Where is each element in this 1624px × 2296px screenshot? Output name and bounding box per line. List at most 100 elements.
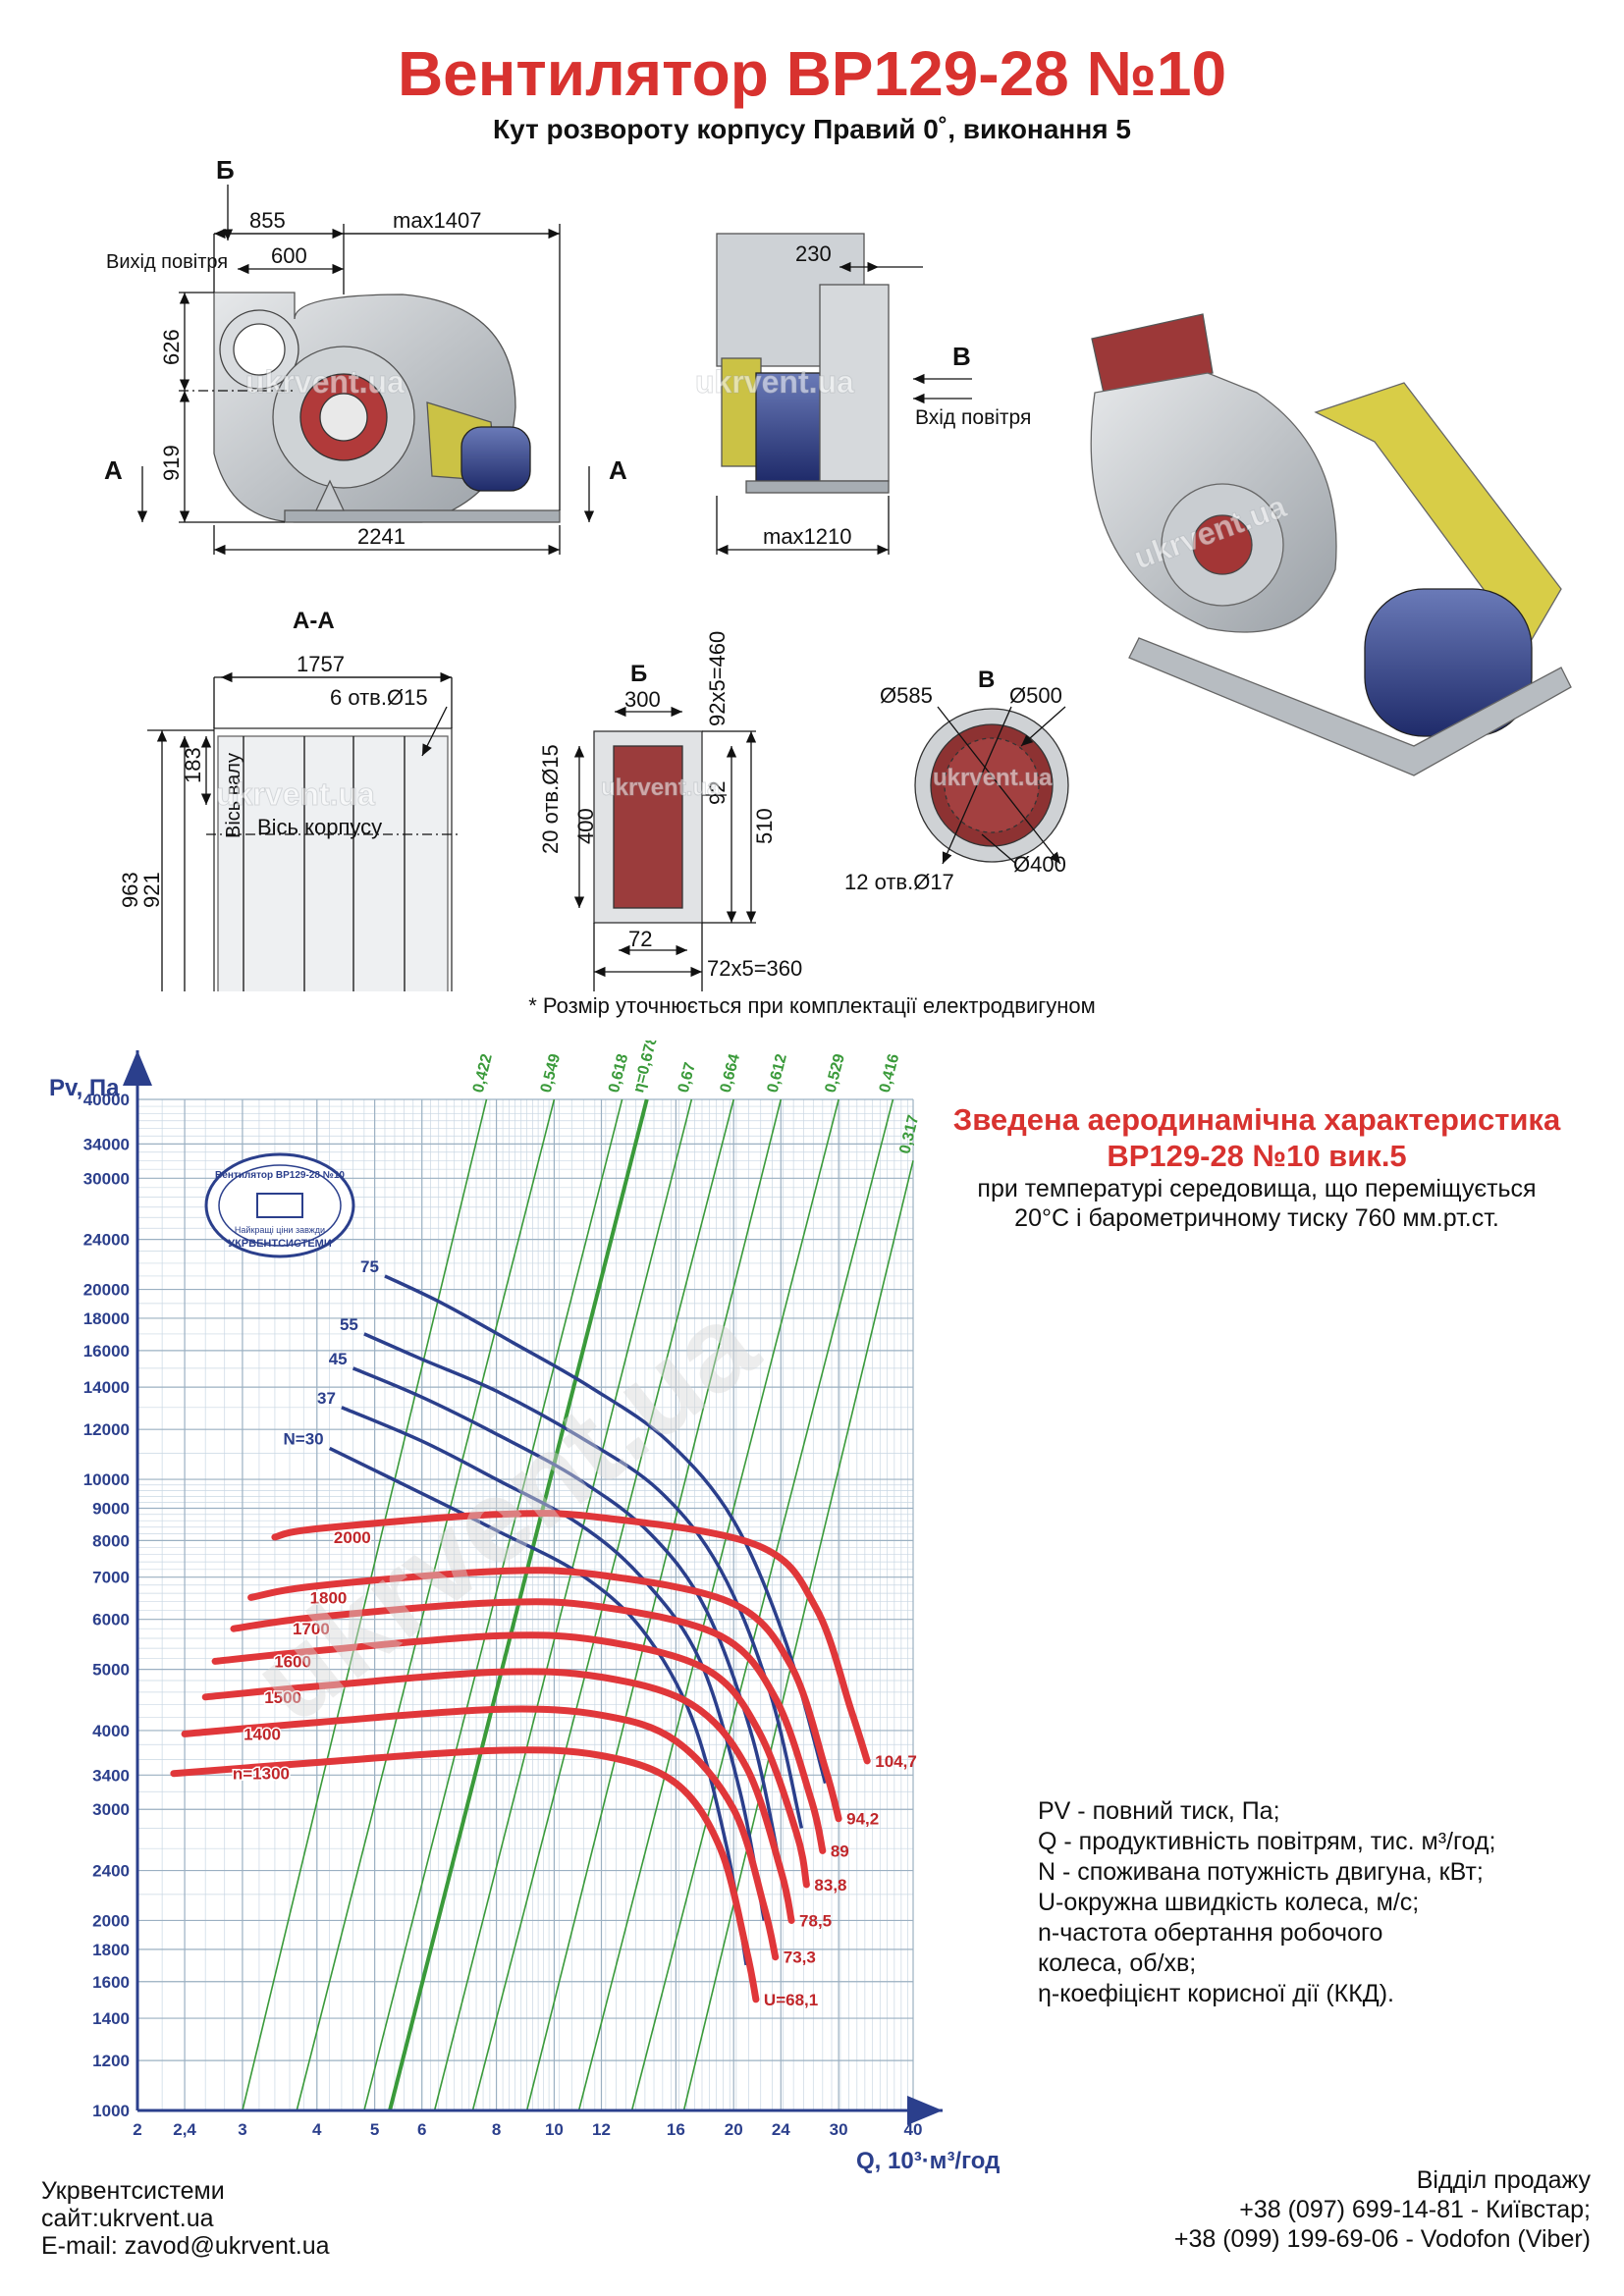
x-tick-label: 5 [370, 2120, 379, 2139]
y-tick-label: 34000 [83, 1135, 130, 1153]
company-site[interactable]: сайт:ukrvent.ua [41, 2205, 214, 2232]
company-email[interactable]: E-mail: zavod@ukrvent.ua [41, 2232, 330, 2260]
chart-watermark: ukrvent.ua [230, 1277, 782, 1748]
x-tick-label: 12 [592, 2120, 611, 2139]
y-tick-label: 16000 [83, 1342, 130, 1361]
power-curve-label: N=30 [284, 1429, 324, 1448]
efficiency-line [630, 1098, 894, 2111]
y-axis-label: Pv, Па [49, 1075, 120, 1101]
speed-curve-label: 1800 [310, 1588, 348, 1607]
speed-curve [181, 1705, 780, 1961]
sales-phone-2[interactable]: +38 (099) 199-69-06 - Vodofon (Viber) [1173, 2225, 1591, 2253]
x-tick-label: 16 [667, 2120, 685, 2139]
x-tick-label: 2,4 [173, 2120, 196, 2139]
efficiency-label: 0,618 [606, 1052, 631, 1095]
efficiency-line [525, 1098, 783, 2111]
efficiency-line [242, 1098, 488, 2111]
technical-drawing: Б Вихід повітря 855 max1407 600 626 919 … [104, 157, 1572, 991]
view-v-label: В [978, 667, 995, 693]
y-tick-label: 24000 [83, 1231, 130, 1250]
efficiency-line [682, 1160, 914, 2111]
sales-info: Відділ продажу +38 (097) 699-14-81 - Киї… [1174, 2165, 1591, 2254]
page-subtitle: Кут розвороту корпусу Правий 0˚, виконан… [493, 114, 1131, 144]
isometric-view [1090, 313, 1572, 776]
x-tick-label: 2 [133, 2120, 141, 2139]
legend-q: Q - продуктивність повітрям, тис. м³/год… [1038, 1828, 1496, 1855]
x-tick-label: 10 [545, 2120, 564, 2139]
y-tick-label: 1800 [92, 1941, 130, 1959]
y-tick-label: 3000 [92, 1800, 130, 1819]
outlet-label: Вихід повітря [106, 251, 228, 273]
view-b-label: Б [630, 661, 647, 687]
chart-cond-line2: 20°С і барометричному тиску 760 мм.рт.ст… [1014, 1204, 1499, 1232]
page-title: Вентилятор ВР129-28 №10 [397, 38, 1227, 109]
x-axis-label: Q, 10³·м³/год [856, 2148, 1000, 2174]
efficiency-label: 0,416 [877, 1052, 903, 1095]
chart-title: Зведена аеродинамічна характеристика ВР1… [884, 1101, 1624, 1174]
efficiency-label: 0,664 [718, 1052, 744, 1095]
footnote: * Розмір уточнюється при комплектації ел… [528, 993, 1096, 1018]
dim-72x5: 72х5=360 [707, 956, 802, 981]
stamp-top-text: Вентилятор ВР129-28 №10 [215, 1170, 345, 1181]
y-tick-label: 40000 [83, 1091, 130, 1109]
power-curve-label: 55 [340, 1315, 358, 1334]
dim-919: 919 [159, 445, 184, 481]
chart-title-line2: ВР129-28 №10 вик.5 [1107, 1139, 1407, 1173]
y-tick-label: 1000 [92, 2102, 130, 2120]
watermark-side: ukrvent.ua [695, 364, 854, 400]
x-tick-label: 20 [725, 2120, 743, 2139]
speed-curve-label: 1600 [274, 1652, 311, 1671]
speed-curve-end-label: U=68,1 [764, 1991, 818, 2009]
legend-rpm-1: n-частота обертання робочого [1038, 1919, 1383, 1947]
efficiency-label: η=0,678 [630, 1041, 661, 1095]
stamp: Вентилятор ВР129-28 №10 Найкращі ціни за… [204, 1152, 355, 1258]
efficiency-line [577, 1098, 839, 2111]
chart-axes: 1000120014001600180020002400300034004000… [83, 1050, 943, 2139]
dim-510: 510 [752, 808, 777, 844]
holes-aa: 6 отв.Ø15 [330, 685, 428, 710]
power-curve [384, 1274, 828, 1785]
y-tick-label: 6000 [92, 1611, 130, 1629]
y-tick-label: 4000 [92, 1722, 130, 1740]
stamp-mid-text: Найкращі ціни завжди [235, 1225, 325, 1235]
legend-eta: η-коефіцієнт корисної дії (ККД). [1038, 1980, 1394, 2007]
sales-title: Відділ продажу [1416, 2166, 1591, 2194]
x-tick-label: 3 [238, 2120, 246, 2139]
dim-400-b: 400 [573, 808, 598, 844]
x-tick-label: 4 [312, 2120, 322, 2139]
y-tick-label: 2000 [92, 1911, 130, 1930]
company-name: Укрвентсистеми [41, 2177, 225, 2205]
section-mark-a-right: А [609, 455, 627, 485]
section-mark-b: Б [216, 157, 235, 185]
y-tick-label: 7000 [92, 1569, 130, 1587]
dim-300: 300 [624, 687, 661, 712]
watermark-aa: ukrvent.ua [216, 776, 375, 812]
dim-230: 230 [795, 241, 832, 266]
watermark-front: ukrvent.ua [245, 364, 405, 400]
y-tick-label: 18000 [83, 1309, 130, 1328]
speed-curve-end-label: 73,3 [784, 1949, 816, 1967]
chart-title-line1: Зведена аеродинамічна характеристика [952, 1102, 1561, 1137]
x-tick-label: 30 [830, 2120, 848, 2139]
section-mark-a-left: А [104, 455, 123, 485]
y-tick-label: 2400 [92, 1862, 130, 1881]
view-v [914, 706, 1069, 865]
speed-curve-label: 1400 [244, 1725, 281, 1743]
legend: PV - повний тиск, Па; Q - продуктивність… [1038, 1796, 1495, 2009]
holes-b: 20 отв.Ø15 [538, 744, 563, 854]
speed-curves: n=1300U=68,1140073,3150078,5160083,81700… [170, 1510, 917, 2009]
legend-rpm-2: колеса, об/хв; [1038, 1949, 1197, 1977]
holes-v: 12 отв.Ø17 [844, 870, 954, 894]
y-tick-label: 1400 [92, 2009, 130, 2028]
power-curve-label: 37 [317, 1389, 336, 1408]
speed-curve [201, 1668, 795, 1924]
x-tick-label: 6 [417, 2120, 426, 2139]
watermark-v: ukrvent.ua [933, 765, 1053, 791]
power-curve-label: 45 [329, 1350, 348, 1368]
sales-phone-1[interactable]: +38 (097) 699-14-81 - Київстар; [1239, 2196, 1591, 2223]
y-tick-label: 8000 [92, 1531, 130, 1550]
speed-curve-label: 2000 [334, 1528, 371, 1547]
speed-curve [170, 1746, 760, 2003]
y-tick-label: 14000 [83, 1378, 130, 1397]
dim-2241: 2241 [357, 524, 406, 549]
